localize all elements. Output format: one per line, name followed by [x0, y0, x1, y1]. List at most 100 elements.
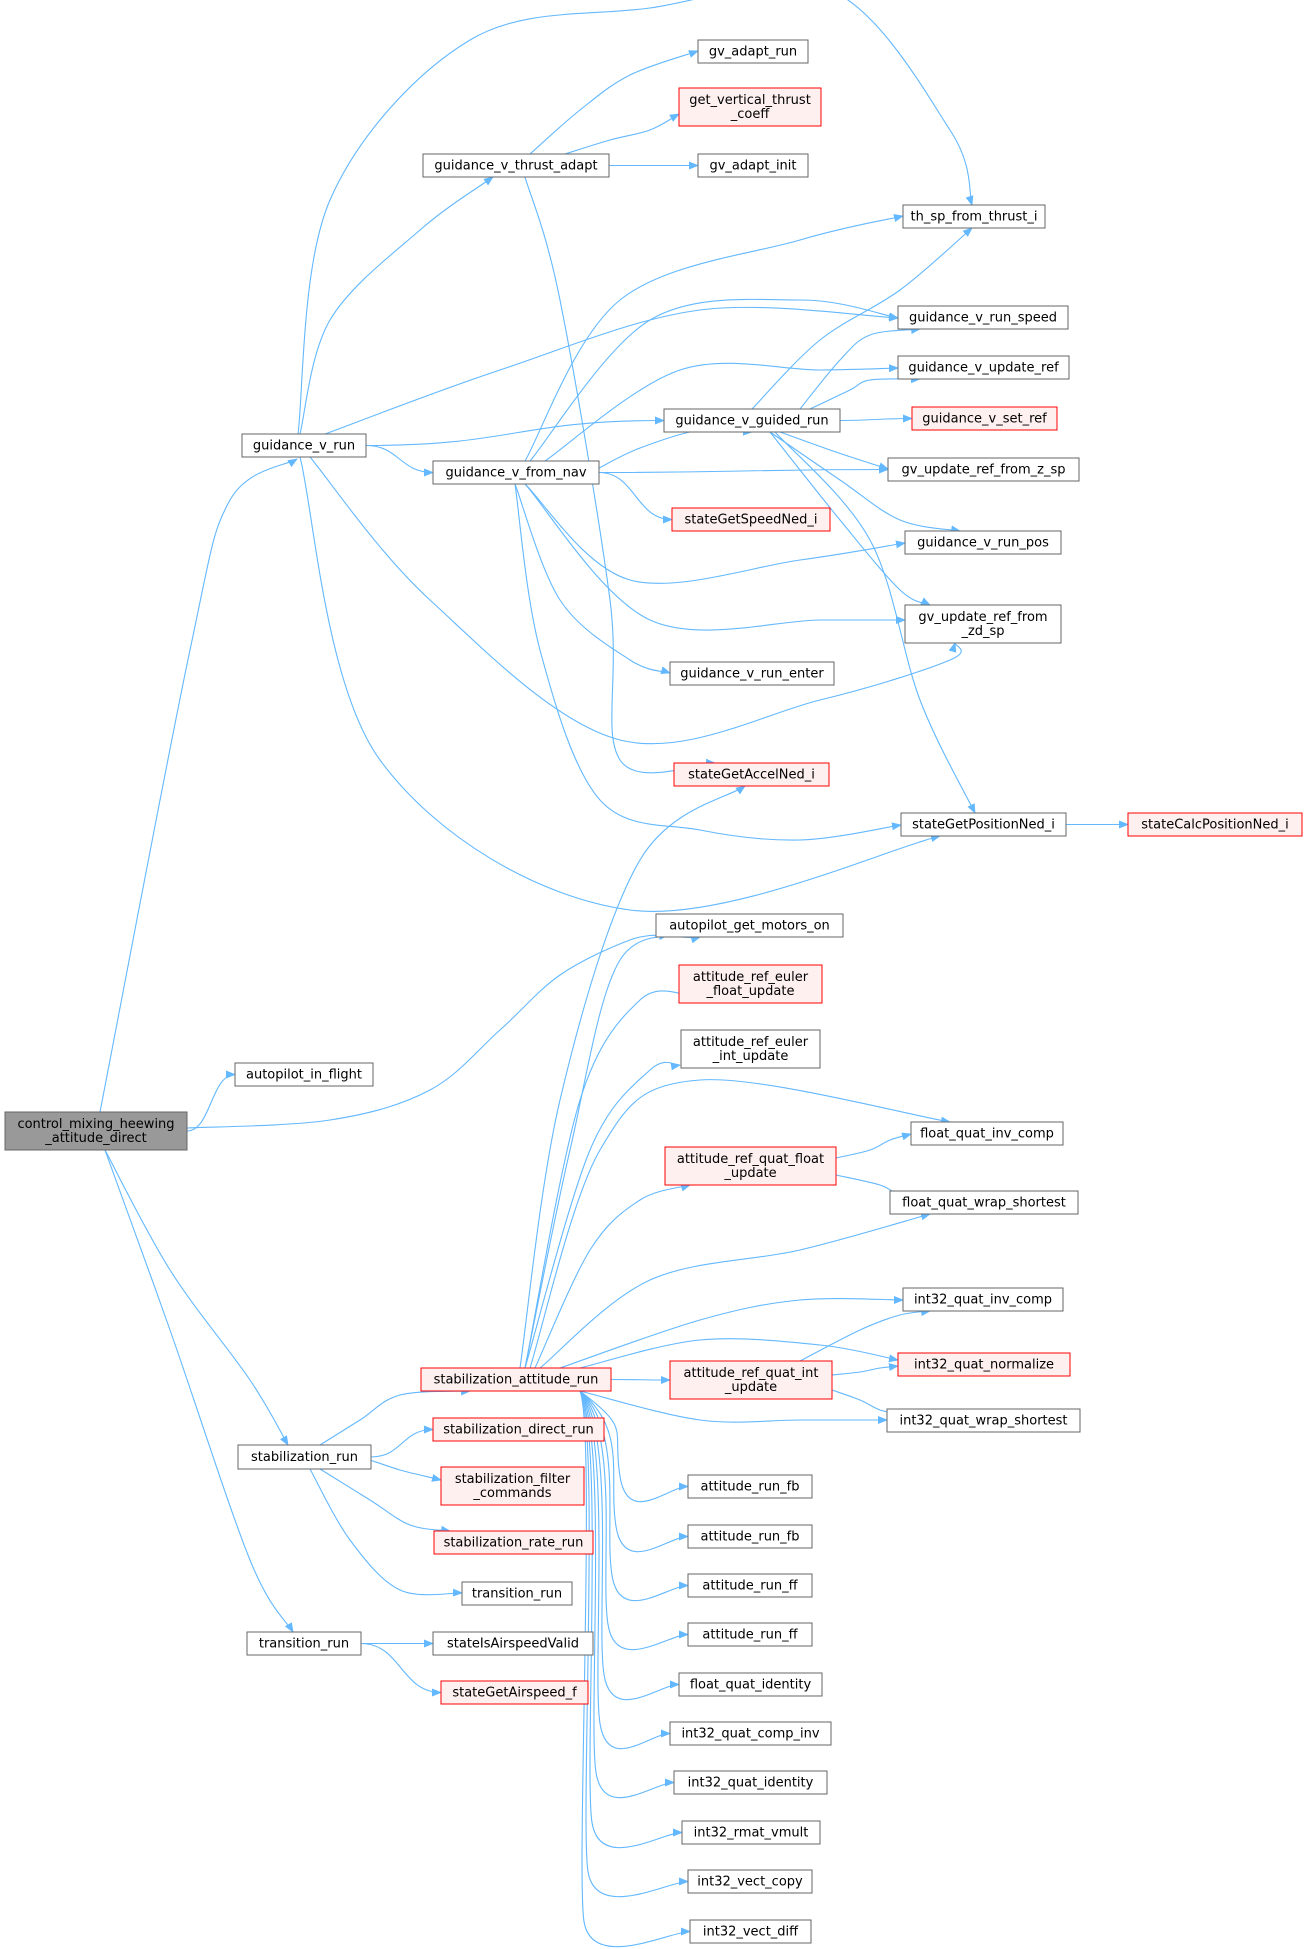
node-box-guidance_v_guided_run[interactable]: [663, 408, 841, 433]
node-box-guidance_v_update_ref[interactable]: [897, 355, 1070, 380]
node-box-stateGetAccelNed_i[interactable]: [673, 762, 830, 787]
node-stabilization_filter_commands[interactable]: stabilization_filter_commands: [440, 1466, 585, 1506]
node-guidance_v_run[interactable]: guidance_v_run: [241, 433, 367, 458]
node-box-stabilization_run[interactable]: [237, 1444, 372, 1470]
node-get_vertical_thrust_coeff[interactable]: get_vertical_thrust_coeff: [678, 87, 822, 127]
node-box-transition_run_leaf[interactable]: [461, 1581, 573, 1606]
node-attitude_ref_quat_float_update[interactable]: attitude_ref_quat_float_update: [664, 1146, 837, 1186]
node-box-stabilization_direct_run[interactable]: [432, 1417, 605, 1442]
node-box-get_vertical_thrust_coeff[interactable]: [678, 87, 822, 127]
node-root[interactable]: control_mixing_heewing_attitude_direct: [4, 1111, 188, 1151]
node-stateGetAccelNed_i[interactable]: stateGetAccelNed_i: [673, 762, 830, 787]
node-box-attitude_run_ff_2[interactable]: [687, 1622, 813, 1647]
node-float_quat_inv_comp[interactable]: float_quat_inv_comp: [910, 1121, 1064, 1146]
node-box-guidance_v_run_speed[interactable]: [897, 305, 1069, 330]
node-stateCalcPositionNed_i[interactable]: stateCalcPositionNed_i: [1127, 812, 1303, 837]
node-attitude_ref_quat_int_update[interactable]: attitude_ref_quat_int_update: [669, 1360, 833, 1400]
node-box-transition_run[interactable]: [246, 1631, 362, 1656]
node-autopilot_in_flight[interactable]: autopilot_in_flight: [234, 1062, 374, 1087]
node-box-attitude_ref_euler_float_update[interactable]: [678, 964, 823, 1004]
node-stabilization_rate_run[interactable]: stabilization_rate_run: [433, 1530, 594, 1555]
node-box-int32_quat_comp_inv[interactable]: [669, 1721, 832, 1746]
node-box-stateIsAirspeedValid[interactable]: [432, 1631, 594, 1656]
node-th_sp_from_thrust_i[interactable]: th_sp_from_thrust_i: [902, 204, 1046, 229]
node-guidance_v_set_ref[interactable]: guidance_v_set_ref: [911, 406, 1058, 431]
node-box-attitude_run_ff_1[interactable]: [687, 1573, 813, 1598]
node-box-attitude_run_fb_2[interactable]: [687, 1524, 813, 1549]
node-box-guidance_v_run[interactable]: [241, 433, 367, 458]
node-box-int32_quat_normalize[interactable]: [897, 1352, 1071, 1377]
node-attitude_ref_euler_float_update[interactable]: attitude_ref_euler_float_update: [678, 964, 823, 1004]
node-box-stabilization_rate_run[interactable]: [433, 1530, 594, 1555]
node-box-guidance_v_run_enter[interactable]: [669, 661, 835, 686]
node-stateGetPositionNed_i[interactable]: stateGetPositionNed_i: [900, 812, 1067, 837]
node-box-th_sp_from_thrust_i[interactable]: [902, 204, 1046, 229]
node-box-attitude_ref_quat_int_update[interactable]: [669, 1360, 833, 1400]
node-guidance_v_run_pos[interactable]: guidance_v_run_pos: [904, 530, 1062, 555]
node-box-int32_rmat_vmult[interactable]: [681, 1820, 821, 1845]
node-box-attitude_run_fb_1[interactable]: [687, 1474, 813, 1499]
node-box-root[interactable]: [4, 1111, 188, 1151]
node-stateIsAirspeedValid[interactable]: stateIsAirspeedValid: [432, 1631, 594, 1656]
node-box-gv_adapt_run[interactable]: [697, 39, 809, 64]
node-box-stateGetSpeedNed_i[interactable]: [671, 507, 831, 532]
node-box-guidance_v_set_ref[interactable]: [911, 406, 1058, 431]
node-box-int32_vect_copy[interactable]: [687, 1869, 813, 1894]
node-gv_update_ref_from_zd_sp[interactable]: gv_update_ref_from_zd_sp: [904, 604, 1062, 644]
node-box-autopilot_get_motors_on[interactable]: [655, 913, 844, 938]
node-int32_quat_normalize[interactable]: int32_quat_normalize: [897, 1352, 1071, 1377]
node-transition_run[interactable]: transition_run: [246, 1631, 362, 1656]
node-guidance_v_from_nav[interactable]: guidance_v_from_nav: [432, 460, 600, 485]
node-box-int32_quat_wrap_shortest[interactable]: [886, 1408, 1081, 1433]
node-int32_vect_diff[interactable]: int32_vect_diff: [689, 1919, 812, 1944]
node-box-gv_update_ref_from_zd_sp[interactable]: [904, 604, 1062, 644]
node-box-float_quat_inv_comp[interactable]: [910, 1121, 1064, 1146]
node-attitude_ref_euler_int_update[interactable]: attitude_ref_euler_int_update: [680, 1029, 821, 1069]
node-int32_rmat_vmult[interactable]: int32_rmat_vmult: [681, 1820, 821, 1845]
node-box-int32_vect_diff[interactable]: [689, 1919, 812, 1944]
node-attitude_run_ff_1[interactable]: attitude_run_ff: [687, 1573, 813, 1598]
node-stabilization_attitude_run[interactable]: stabilization_attitude_run: [420, 1367, 612, 1392]
node-box-int32_quat_inv_comp[interactable]: [902, 1287, 1064, 1312]
node-box-gv_adapt_init[interactable]: [697, 153, 809, 178]
node-box-gv_update_ref_from_z_sp[interactable]: [887, 457, 1080, 482]
node-box-stabilization_attitude_run[interactable]: [420, 1367, 612, 1392]
node-stabilization_run[interactable]: stabilization_run: [237, 1444, 372, 1470]
node-guidance_v_update_ref[interactable]: guidance_v_update_ref: [897, 355, 1070, 380]
node-box-stabilization_filter_commands[interactable]: [440, 1466, 585, 1506]
node-attitude_run_ff_2[interactable]: attitude_run_ff: [687, 1622, 813, 1647]
node-box-stateGetPositionNed_i[interactable]: [900, 812, 1067, 837]
node-box-guidance_v_from_nav[interactable]: [432, 460, 600, 485]
node-box-float_quat_identity[interactable]: [678, 1672, 823, 1697]
node-gv_adapt_run[interactable]: gv_adapt_run: [697, 39, 809, 64]
node-box-stateGetAirspeed_f[interactable]: [440, 1680, 589, 1705]
node-int32_quat_comp_inv[interactable]: int32_quat_comp_inv: [669, 1721, 832, 1746]
node-gv_update_ref_from_z_sp[interactable]: gv_update_ref_from_z_sp: [887, 457, 1080, 482]
node-box-stateCalcPositionNed_i[interactable]: [1127, 812, 1303, 837]
node-guidance_v_thrust_adapt[interactable]: guidance_v_thrust_adapt: [422, 153, 610, 178]
node-int32_quat_wrap_shortest[interactable]: int32_quat_wrap_shortest: [886, 1408, 1081, 1433]
node-stateGetSpeedNed_i[interactable]: stateGetSpeedNed_i: [671, 507, 831, 532]
node-guidance_v_guided_run[interactable]: guidance_v_guided_run: [663, 408, 841, 433]
node-attitude_run_fb_1[interactable]: attitude_run_fb: [687, 1474, 813, 1499]
node-box-guidance_v_thrust_adapt[interactable]: [422, 153, 610, 178]
node-box-float_quat_wrap_shortest[interactable]: [889, 1190, 1079, 1215]
node-gv_adapt_init[interactable]: gv_adapt_init: [697, 153, 809, 178]
node-int32_quat_inv_comp[interactable]: int32_quat_inv_comp: [902, 1287, 1064, 1312]
node-box-guidance_v_run_pos[interactable]: [904, 530, 1062, 555]
node-autopilot_get_motors_on[interactable]: autopilot_get_motors_on: [655, 913, 844, 938]
node-guidance_v_run_speed[interactable]: guidance_v_run_speed: [897, 305, 1069, 330]
node-stateGetAirspeed_f[interactable]: stateGetAirspeed_f: [440, 1680, 589, 1705]
node-box-attitude_ref_quat_float_update[interactable]: [664, 1146, 837, 1186]
node-box-attitude_ref_euler_int_update[interactable]: [680, 1029, 821, 1069]
node-float_quat_identity[interactable]: float_quat_identity: [678, 1672, 823, 1697]
node-int32_vect_copy[interactable]: int32_vect_copy: [687, 1869, 813, 1894]
node-box-int32_quat_identity[interactable]: [673, 1770, 828, 1795]
node-transition_run_leaf[interactable]: transition_run: [461, 1581, 573, 1606]
node-stabilization_direct_run[interactable]: stabilization_direct_run: [432, 1417, 605, 1442]
node-box-autopilot_in_flight[interactable]: [234, 1062, 374, 1087]
node-guidance_v_run_enter[interactable]: guidance_v_run_enter: [669, 661, 835, 686]
node-float_quat_wrap_shortest[interactable]: float_quat_wrap_shortest: [889, 1190, 1079, 1215]
node-int32_quat_identity[interactable]: int32_quat_identity: [673, 1770, 828, 1795]
node-attitude_run_fb_2[interactable]: attitude_run_fb: [687, 1524, 813, 1549]
